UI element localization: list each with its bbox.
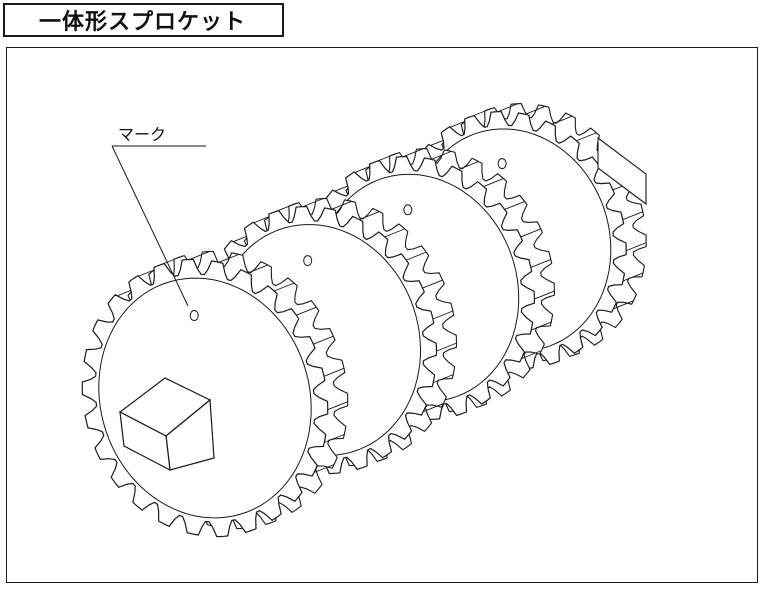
sprocket-1-tooth-edge	[576, 132, 597, 142]
sprocket-3-tooth-edge	[436, 342, 457, 352]
sprocket-1-tooth-edge	[551, 115, 573, 125]
sprocket-2-tooth-edge	[531, 321, 552, 331]
sprocket-4-tooth-edge	[313, 335, 334, 345]
sprocket-1-tooth-edge	[622, 211, 643, 221]
sprocket-2-tooth-edge	[534, 290, 555, 300]
sprocket-2-tooth-edge	[520, 228, 541, 238]
sprocket-stack	[81, 103, 647, 538]
sprocket-4-tooth-edge	[327, 401, 348, 411]
sprocket-3-tooth-edge	[406, 251, 427, 261]
sprocket-2-tooth-edge	[403, 148, 424, 158]
sprocket-2-tooth-edge	[504, 201, 525, 210]
mark-callout-label: マーク	[118, 125, 166, 144]
sprocket-3-tooth-edge	[433, 374, 454, 384]
sprocket-3-tooth-edge	[432, 310, 454, 320]
sprocket-4-tooth-edge	[273, 282, 295, 292]
sprocket-4-tooth-edge	[218, 253, 240, 263]
mark-leader-line	[111, 145, 189, 307]
sprocket-3-tooth-edge	[384, 228, 405, 238]
sprocket-3-tooth-edge	[423, 403, 444, 413]
shaft-lower-face	[119, 410, 171, 472]
sprocket-1-mark-hole	[497, 158, 507, 170]
square-shaft	[118, 136, 647, 472]
sprocket-4-mark-hole	[189, 310, 199, 322]
sprocket-2-tooth-edge	[521, 350, 542, 360]
sprocket-1-tooth-edge	[525, 105, 546, 115]
sprocket-2-tooth-edge	[530, 258, 551, 268]
mark-callout: マーク	[111, 125, 206, 307]
sprocket-2-tooth-edge	[458, 161, 479, 170]
sprocket-2-tooth-edge	[431, 150, 452, 160]
sprocket-4-tooth-edge	[313, 464, 335, 473]
drawing-frame	[6, 47, 758, 583]
sprocket-3-tooth-edge	[422, 279, 443, 289]
sprocket-1-tooth-edge	[626, 242, 647, 252]
sprocket-4-tooth-edge	[324, 433, 345, 443]
sprocket-3-tooth-edge	[331, 200, 352, 210]
sprocket-3-tooth-edge	[302, 198, 324, 208]
sprocket-1-tooth-edge	[497, 103, 518, 113]
sprocket-2-tooth-edge	[483, 178, 504, 187]
sprocket-1-tooth-edge	[613, 300, 634, 310]
diagram-title: 一体形スプロケット	[3, 3, 284, 37]
sprocket-4-tooth-edge	[296, 306, 317, 316]
sprocket-3-tooth-edge	[359, 211, 380, 221]
sprocket-4-tooth-edge	[189, 251, 210, 260]
shaft-rear-end	[597, 136, 647, 206]
sprocket-1-tooth-edge	[622, 272, 644, 282]
sprocket-4-tooth-edge	[323, 367, 345, 377]
sprocket-4-tooth-edge	[247, 264, 268, 274]
sprocket-3-mark-hole	[303, 255, 313, 267]
sprocket-2-mark-hole	[403, 204, 413, 216]
